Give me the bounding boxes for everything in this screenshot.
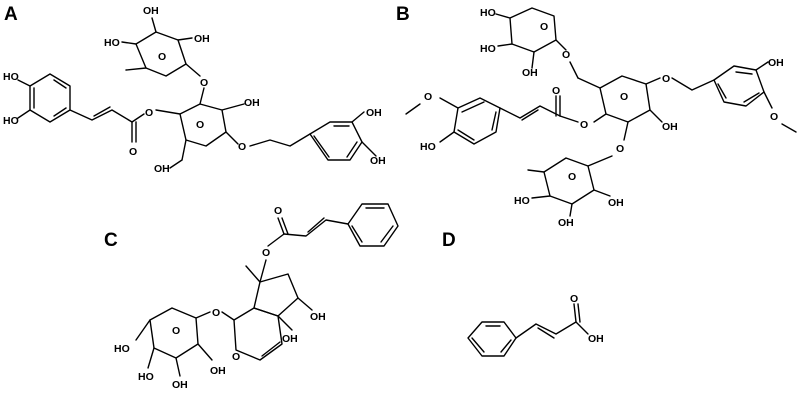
- atom-label: O: [562, 49, 570, 61]
- panel-label-c: C: [104, 230, 118, 251]
- panel-label-b: B: [396, 4, 410, 25]
- atom-label: O: [424, 91, 432, 103]
- atom-label: O: [172, 325, 180, 337]
- atom-label: OH: [282, 333, 298, 345]
- atom-label: O: [274, 205, 282, 217]
- structure-b: B O HO HO OH O O O OH O O O: [396, 4, 797, 229]
- atom-label: HO: [3, 71, 19, 83]
- atom-label: HO: [138, 371, 154, 383]
- atom-label: O: [540, 21, 548, 33]
- atom-label: OH: [662, 121, 678, 133]
- atom-label: HO: [420, 141, 436, 153]
- atom-label: OH: [588, 333, 604, 345]
- atom-label: OH: [522, 67, 538, 79]
- atom-label: O: [262, 247, 270, 259]
- atom-label: HO: [3, 115, 19, 127]
- atom-label: OH: [154, 163, 170, 175]
- panel-label-d: D: [442, 230, 456, 251]
- atom-label: O: [158, 51, 166, 63]
- ring-c-phenyl: [347, 203, 399, 247]
- atom-label: HO: [480, 7, 496, 19]
- atom-label: O: [232, 351, 240, 363]
- structure-c: C O HO HO OH OH O O OH OH O O: [104, 203, 399, 391]
- ring-b-xylose: [509, 7, 557, 53]
- atom-label: O: [196, 119, 204, 131]
- atom-label: O: [129, 146, 137, 158]
- atom-label: O: [552, 85, 560, 97]
- panel-label-a: A: [4, 4, 18, 25]
- atom-label: OH: [310, 311, 326, 323]
- atom-label: O: [145, 107, 153, 119]
- structure-d: D O OH: [442, 230, 604, 357]
- atom-label: HO: [480, 43, 496, 55]
- atom-label: OH: [558, 217, 574, 229]
- atom-label: OH: [370, 155, 386, 167]
- atom-label: O: [568, 171, 576, 183]
- atom-label: O: [238, 141, 246, 153]
- atom-label: O: [200, 77, 208, 89]
- atom-label: OH: [172, 379, 188, 391]
- atom-label: OH: [143, 5, 159, 17]
- atom-label: HO: [104, 37, 120, 49]
- atom-label: OH: [608, 197, 624, 209]
- atom-label: HO: [514, 195, 530, 207]
- structure-a: A HO HO O O O OH OH O O O H: [3, 4, 386, 175]
- ring-c-cyclopentane: [253, 273, 299, 317]
- atom-label: OH: [244, 97, 260, 109]
- ring-a-catechol-left: [29, 73, 71, 123]
- atom-label: O: [212, 307, 220, 319]
- atom-label: O: [570, 293, 578, 305]
- atom-label: O: [580, 119, 588, 131]
- atom-label: O: [620, 91, 628, 103]
- atom-label: O: [616, 143, 624, 155]
- atom-label: OH: [768, 57, 784, 69]
- atom-label: OH: [210, 365, 226, 377]
- ring-d-phenyl: [467, 321, 517, 357]
- atom-label: O: [662, 73, 670, 85]
- atom-label: HO: [114, 343, 130, 355]
- ring-c-pyran: [233, 307, 283, 361]
- atom-label: OH: [366, 107, 382, 119]
- atom-label: O: [770, 111, 778, 123]
- atom-label: OH: [194, 33, 210, 45]
